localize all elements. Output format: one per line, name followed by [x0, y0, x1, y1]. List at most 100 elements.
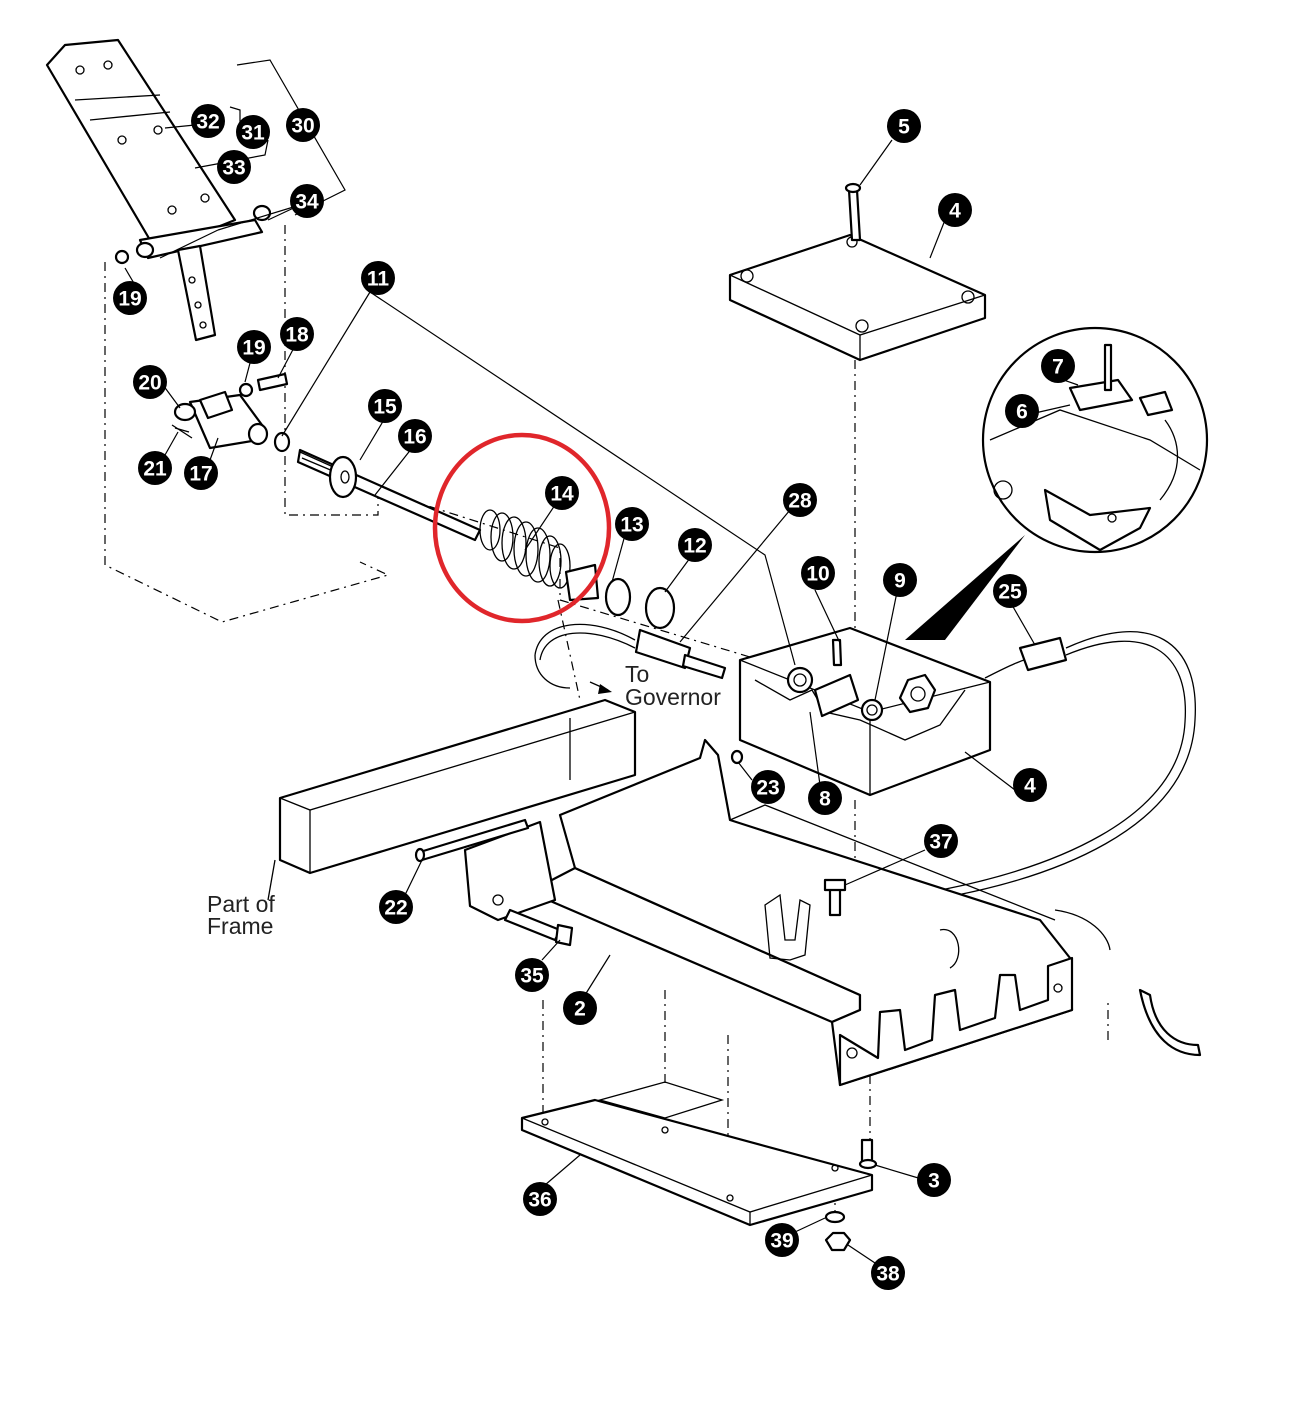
callout-badge	[615, 507, 649, 541]
callout-number: 3	[928, 1170, 940, 1193]
callout-37: 37	[924, 824, 958, 858]
callout-number: 8	[819, 788, 831, 811]
mounting-bracket	[414, 738, 1074, 1087]
callout-badge	[138, 451, 172, 485]
callout-badge	[924, 824, 958, 858]
callout-number: 4	[949, 200, 961, 223]
callout-39: 39	[765, 1223, 799, 1257]
switch-box-lid	[728, 182, 987, 362]
callout-badge	[361, 261, 395, 295]
callout-badge	[379, 890, 413, 924]
callout-21: 21	[138, 451, 172, 485]
washer-15	[328, 455, 358, 499]
callout-badge	[883, 563, 917, 597]
callout-number: 28	[788, 490, 812, 513]
callout-badge	[545, 476, 579, 510]
clevis-assembly	[171, 372, 291, 453]
callout-7: 7	[1041, 349, 1075, 383]
callout-badge	[765, 1223, 799, 1257]
callout-badge	[290, 184, 324, 218]
callout-number: 19	[118, 288, 141, 311]
callout-number: 5	[898, 116, 910, 139]
callout-badge	[563, 991, 597, 1025]
callout-badge	[523, 1182, 557, 1216]
callout-19: 19	[113, 281, 147, 315]
spring-14	[479, 509, 676, 630]
callout-badge	[801, 556, 835, 590]
callout-31: 31	[236, 115, 270, 149]
callout-badge	[133, 365, 167, 399]
frame-tube	[267, 698, 637, 901]
callout-13: 13	[615, 507, 649, 541]
callout-badge	[993, 574, 1027, 608]
callout-badge	[398, 419, 432, 453]
callout-badge	[1041, 349, 1075, 383]
callout-23: 23	[751, 770, 785, 804]
callout-badge	[751, 770, 785, 804]
callout-number: 30	[291, 115, 314, 138]
callout-badge	[113, 281, 147, 315]
governor-cable	[534, 623, 727, 694]
callout-number: 32	[196, 111, 219, 134]
callout-number: 35	[520, 965, 544, 988]
part-of-frame-label-line2: Frame	[207, 913, 273, 939]
callout-number: 34	[295, 191, 319, 214]
callout-badge	[237, 330, 271, 364]
switch-box-body	[738, 626, 992, 797]
callout-11: 11	[361, 261, 395, 295]
callout-4: 4	[938, 193, 972, 227]
callout-25: 25	[993, 574, 1027, 608]
callout-badge	[217, 150, 251, 184]
callout-number: 37	[929, 831, 952, 854]
callout-19: 19	[237, 330, 271, 364]
bottom-plate	[520, 1081, 874, 1252]
callout-number: 38	[876, 1263, 900, 1286]
callout-number: 25	[998, 581, 1022, 604]
callout-badge	[286, 108, 320, 142]
callout-number: 17	[189, 463, 212, 486]
callout-3: 3	[917, 1163, 951, 1197]
callout-17: 17	[184, 456, 218, 490]
callout-badge	[938, 193, 972, 227]
text-labels: To Governor Part of Frame	[207, 661, 721, 939]
callout-badge	[368, 389, 402, 423]
callout-number: 19	[242, 337, 265, 360]
callout-22: 22	[379, 890, 413, 924]
callout-number: 15	[373, 396, 397, 419]
callout-badge	[191, 104, 225, 138]
callout-badge	[887, 109, 921, 143]
callout-5: 5	[887, 109, 921, 143]
switch-cable	[886, 631, 1202, 1057]
callout-12: 12	[678, 528, 712, 562]
leader-lines	[124, 59, 1079, 1264]
callout-badge	[678, 528, 712, 562]
callout-35: 35	[515, 958, 549, 992]
callout-number: 20	[138, 372, 161, 395]
part-of-frame-label-line1: Part of	[207, 891, 275, 917]
callout-number: 31	[241, 122, 265, 145]
callout-9: 9	[883, 563, 917, 597]
callout-number: 22	[384, 897, 407, 920]
callout-15: 15	[368, 389, 402, 423]
to-governor-label-line2: Governor	[625, 684, 721, 710]
callout-badge	[871, 1256, 905, 1290]
accelerator-pedal	[45, 38, 272, 342]
callout-2: 2	[563, 991, 597, 1025]
callout-number: 7	[1052, 356, 1064, 379]
callout-32: 32	[191, 104, 225, 138]
to-governor-label-line1: To	[625, 661, 649, 687]
callout-number: 18	[285, 324, 309, 347]
callout-number: 21	[143, 458, 167, 481]
callout-6: 6	[1005, 394, 1039, 428]
callout-badge	[1013, 768, 1047, 802]
callout-8: 8	[808, 781, 842, 815]
callout-38: 38	[871, 1256, 905, 1290]
callout-18: 18	[280, 317, 314, 351]
callout-badge	[783, 483, 817, 517]
callout-36: 36	[523, 1182, 557, 1216]
callout-20: 20	[133, 365, 167, 399]
callout-number: 6	[1016, 401, 1028, 424]
callout-14: 14	[545, 476, 579, 510]
